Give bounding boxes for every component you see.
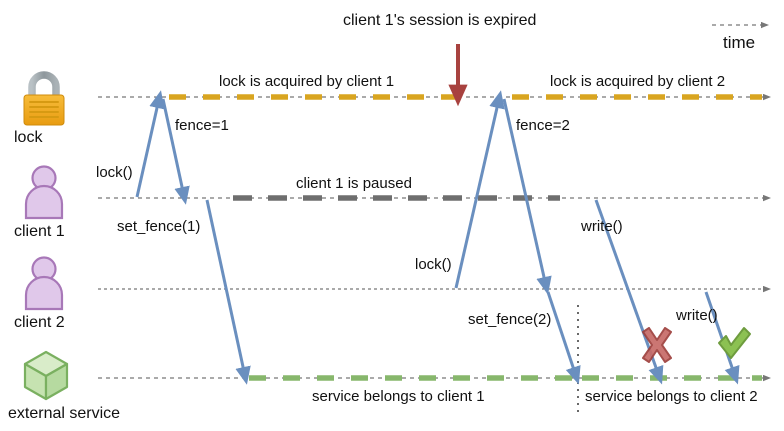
state-label-service-client1: service belongs to client 1 — [312, 388, 485, 405]
message-label-write-client1: write() — [581, 218, 623, 235]
arrow-fence-2-response — [502, 98, 552, 295]
lane-label-client1: client 1 — [14, 223, 65, 240]
time-axis-label: time — [723, 33, 756, 52]
message-label-set-fence-1: set_fence(1) — [117, 218, 201, 235]
cube-icon — [23, 350, 69, 401]
arrow-set-fence-2 — [546, 291, 581, 385]
state-label-service-client2: service belongs to client 2 — [585, 388, 758, 405]
message-label-lock-call-client1: lock() — [96, 164, 133, 181]
person-icon-client2 — [24, 256, 64, 311]
state-label-lock-client1: lock is acquired by client 1 — [219, 73, 395, 90]
arrow-lock-call-client2 — [454, 90, 505, 289]
session-expired-note: client 1's session is expired — [343, 12, 537, 29]
lane-label-client2: client 2 — [14, 314, 65, 331]
message-label-set-fence-2: set_fence(2) — [468, 311, 552, 328]
message-label-lock-call-client2: lock() — [415, 256, 452, 273]
message-label-write-client2: write() — [676, 307, 718, 324]
message-label-fence-2: fence=2 — [516, 117, 570, 134]
arrow-lock-call-client1 — [135, 90, 165, 198]
state-label-client1-paused: client 1 is paused — [296, 175, 412, 192]
lane-label-external-service: external service — [8, 405, 121, 422]
state-label-lock-client2: lock is acquired by client 2 — [550, 73, 726, 90]
lane-label-lock: lock — [14, 129, 43, 146]
arrow-write-client1 — [594, 199, 664, 385]
write-rejected-marker — [642, 327, 672, 363]
message-label-fence-1: fence=1 — [175, 117, 229, 134]
arrow-write-client2 — [704, 291, 740, 385]
person-icon-client1 — [24, 165, 64, 220]
arrow-fence-1-response — [161, 98, 190, 205]
padlock-icon — [23, 71, 65, 126]
write-accepted-marker — [718, 327, 751, 359]
arrow-set-fence-1 — [205, 199, 251, 385]
